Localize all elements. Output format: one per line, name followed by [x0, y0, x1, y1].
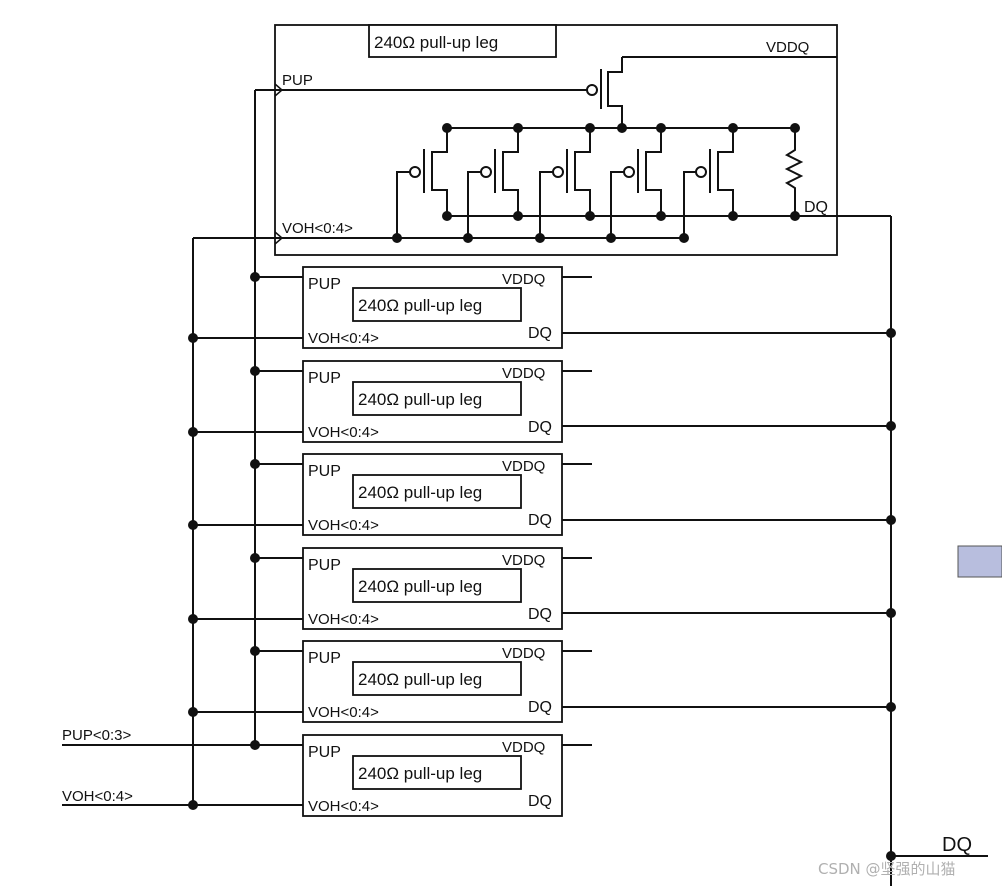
detail-dq-label: DQ [804, 199, 828, 216]
voh-input-label: VOH<0:4> [62, 788, 133, 805]
pull-up-leg-4: 240Ω pull-up leg PUP VDDQ VOH<0:4> DQ [188, 547, 896, 630]
leg-voh-label: VOH<0:4> [308, 611, 379, 628]
dq-output-label: DQ [942, 834, 972, 856]
pull-up-leg-3: 240Ω pull-up leg PUP VDDQ VOH<0:4> DQ [188, 453, 896, 536]
detail-leg-box [274, 24, 838, 256]
pmos-transistor-1 [396, 128, 448, 238]
leg-pup-label: PUP [308, 650, 341, 667]
leg-title: 240Ω pull-up leg [358, 296, 482, 315]
leg-vddq-label: VDDQ [502, 271, 545, 288]
leg-dq-label: DQ [528, 699, 552, 716]
leg-voh-label: VOH<0:4> [308, 704, 379, 721]
resistor [784, 128, 804, 216]
detail-pup-label: PUP [282, 72, 313, 89]
leg-pup-label: PUP [308, 276, 341, 293]
leg-vddq-label: VDDQ [502, 365, 545, 382]
watermark: CSDN @坚强的山猫 [818, 860, 956, 878]
leg-dq-label: DQ [528, 512, 552, 529]
pull-up-leg-2: 240Ω pull-up leg PUP VDDQ VOH<0:4> DQ [188, 360, 896, 443]
detail-vddq-label: VDDQ [766, 39, 809, 56]
dq-output-junction [886, 851, 896, 861]
leg-voh-label: VOH<0:4> [308, 330, 379, 347]
detail-voh-label: VOH<0:4> [282, 220, 353, 237]
leg-pup-label: PUP [308, 557, 341, 574]
leg-dq-label: DQ [528, 793, 552, 810]
pmos-transistor-2 [467, 128, 519, 238]
pmos-transistor-4 [610, 128, 662, 238]
leg-vddq-label: VDDQ [502, 552, 545, 569]
side-bar-fragment [957, 545, 1002, 578]
leg-title: 240Ω pull-up leg [358, 764, 482, 783]
detail-title-box [368, 24, 557, 58]
pmos-transistor-3 [539, 128, 591, 238]
leg-pup-label: PUP [308, 370, 341, 387]
leg-voh-label: VOH<0:4> [308, 517, 379, 534]
leg-vddq-label: VDDQ [502, 458, 545, 475]
pull-up-leg-1: 240Ω pull-up leg PUP VDDQ VOH<0:4> DQ [188, 266, 896, 349]
leg-pup-label: PUP [308, 463, 341, 480]
pup-input-label: PUP<0:3> [62, 727, 131, 744]
detail-junctions [392, 123, 800, 243]
leg-vddq-label: VDDQ [502, 739, 545, 756]
detail-title: 240Ω pull-up leg [374, 33, 498, 52]
leg-dq-label: DQ [528, 419, 552, 436]
leg-vddq-label: VDDQ [502, 645, 545, 662]
pull-up-leg-6: 240Ω pull-up leg PUP VDDQ VOH<0:4> DQ [188, 734, 592, 817]
leg-title: 240Ω pull-up leg [358, 483, 482, 502]
pmos-transistor-5 [683, 128, 734, 238]
leg-dq-label: DQ [528, 606, 552, 623]
leg-voh-label: VOH<0:4> [308, 798, 379, 815]
pull-up-leg-5: 240Ω pull-up leg PUP VDDQ VOH<0:4> DQ [188, 640, 896, 723]
leg-title: 240Ω pull-up leg [358, 670, 482, 689]
leg-title: 240Ω pull-up leg [358, 390, 482, 409]
leg-voh-label: VOH<0:4> [308, 424, 379, 441]
leg-dq-label: DQ [528, 325, 552, 342]
leg-pup-label: PUP [308, 744, 341, 761]
leg-title: 240Ω pull-up leg [358, 577, 482, 596]
